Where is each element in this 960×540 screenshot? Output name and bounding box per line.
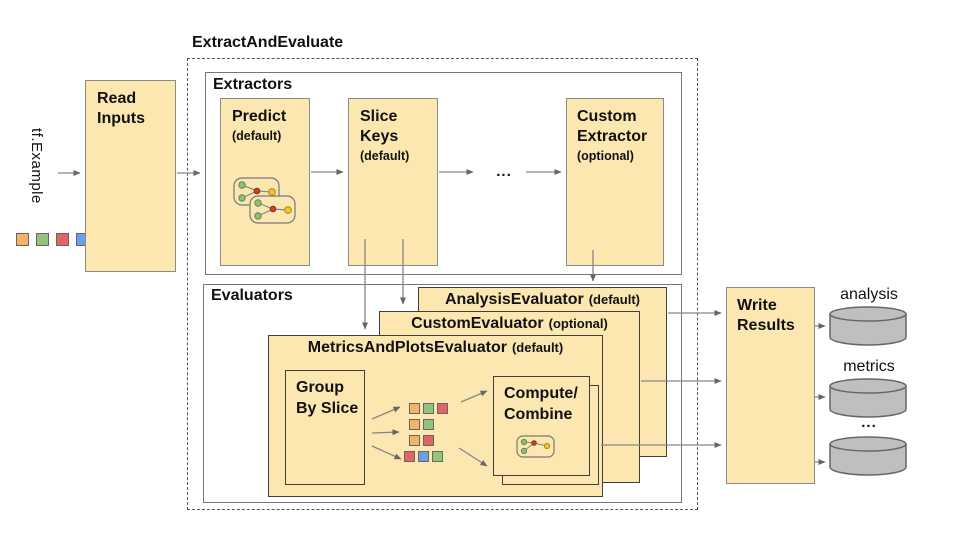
orange-square	[16, 233, 29, 246]
slice-keys-qualifier: (default)	[360, 149, 410, 163]
compute-combine-label: Compute/ Combine	[504, 385, 578, 423]
extractors-label: Extractors	[213, 76, 293, 93]
custom-extractor-box: Custom Extractor (optional)	[566, 98, 664, 266]
slice-row	[409, 419, 434, 430]
evaluators-frame	[203, 284, 682, 503]
analysis-evaluator-qualifier: (default)	[588, 292, 640, 307]
evaluators-label: Evaluators	[211, 287, 293, 304]
metrics-and-plots-evaluator-qualifier: (default)	[511, 340, 564, 355]
green-square	[423, 403, 434, 414]
green-square	[432, 451, 443, 462]
predict-label: Predict	[232, 108, 287, 125]
write-results-box: Write Results	[726, 287, 815, 484]
extractors-frame	[205, 72, 682, 275]
red-square	[437, 403, 448, 414]
custom-evaluator-title: CustomEvaluator (optional)	[380, 312, 639, 333]
analysis-evaluator-name: AnalysisEvaluator	[444, 291, 584, 308]
model-graph-icon	[233, 177, 296, 224]
orange-square	[409, 403, 420, 414]
input-example-squares	[16, 233, 89, 246]
red-square	[404, 451, 415, 462]
analysis-evaluator-title: AnalysisEvaluator (default)	[419, 288, 666, 309]
more-outputs-ellipsis: ...	[861, 414, 877, 431]
slice-row	[404, 451, 443, 462]
red-square	[56, 233, 69, 246]
combine-graph-icon	[516, 435, 555, 458]
extract-and-evaluate-frame	[187, 58, 698, 510]
green-square	[36, 233, 49, 246]
metrics-and-plots-evaluator-name: MetricsAndPlotsEvaluator	[307, 339, 507, 356]
more-extractors-ellipsis: ...	[496, 163, 512, 180]
tf-example-label: tf.Example	[28, 128, 45, 204]
green-square	[423, 419, 434, 430]
slice-keys-extractor-box: Slice Keys (default)	[348, 98, 438, 266]
slice-keys-label: Slice Keys	[360, 108, 399, 145]
slice-row	[409, 435, 434, 446]
red-square	[423, 435, 434, 446]
read-inputs-label: Read Inputs	[97, 90, 145, 127]
read-inputs-box: Read Inputs	[85, 80, 176, 272]
page-title: ExtractAndEvaluate	[192, 34, 344, 51]
analysis-output-label: analysis	[840, 286, 898, 303]
metrics-and-plots-evaluator-title: MetricsAndPlotsEvaluator (default)	[269, 336, 602, 357]
custom-extractor-qualifier: (optional)	[577, 149, 634, 163]
group-by-slice-box: Group By Slice	[285, 370, 365, 485]
custom-evaluator-name: CustomEvaluator	[411, 315, 544, 332]
metrics-output-label: metrics	[843, 358, 895, 375]
orange-square	[409, 435, 420, 446]
orange-square	[409, 419, 420, 430]
database-cylinder-icon	[829, 306, 907, 346]
database-cylinder-icon	[829, 436, 907, 476]
write-results-label: Write Results	[737, 297, 795, 334]
slice-row	[409, 403, 448, 414]
custom-extractor-label: Custom Extractor	[577, 108, 648, 145]
predict-qualifier: (default)	[232, 129, 282, 143]
compute-combine-box: Compute/ Combine	[493, 376, 590, 476]
database-cylinder-icon	[829, 378, 907, 418]
blue-square	[418, 451, 429, 462]
custom-evaluator-qualifier: (optional)	[548, 316, 608, 331]
